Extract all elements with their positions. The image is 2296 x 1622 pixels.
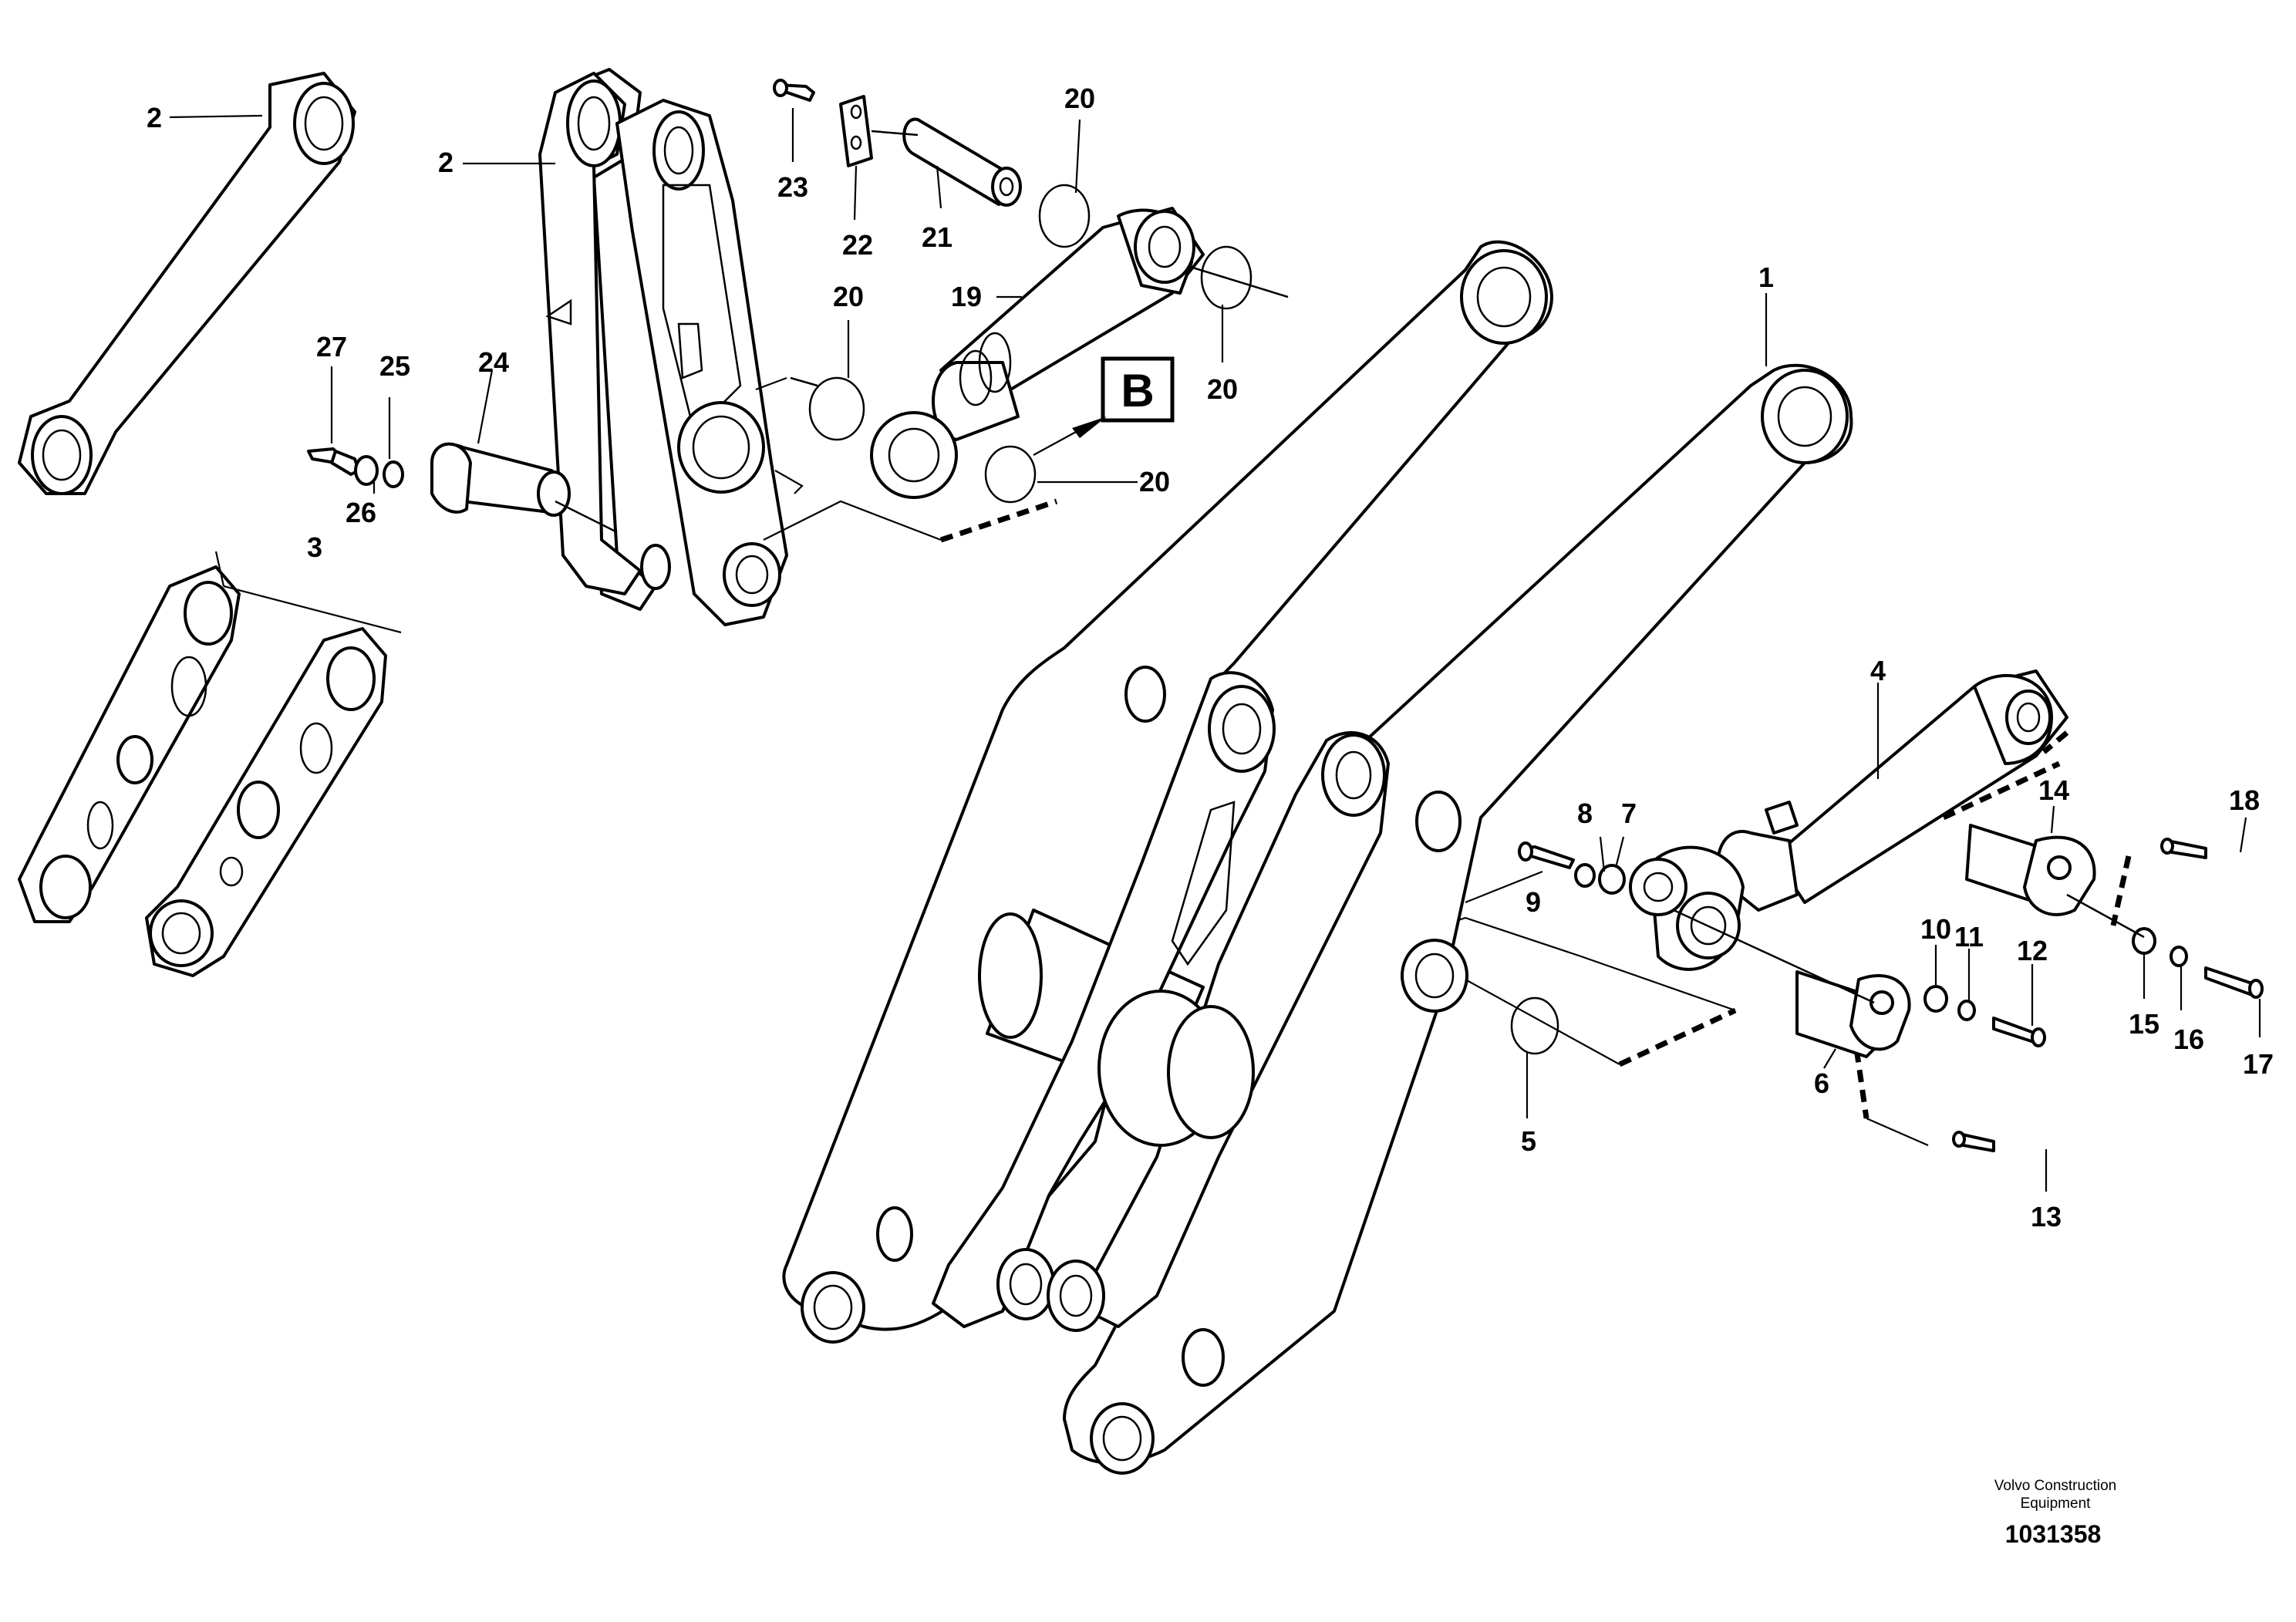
callout-11: 11 (1954, 921, 1984, 953)
callout-24: 24 (478, 346, 509, 378)
footer: Volvo Construction Equipment 1031358 (1994, 1478, 2116, 1548)
cylinder-19 (790, 207, 1289, 504)
small-parts-right (1510, 824, 2264, 1152)
callout-12: 12 (2017, 935, 2048, 966)
callout-2-assembly: 2 (438, 147, 453, 178)
callout-7: 7 (1621, 798, 1637, 829)
link-rod-single (18, 72, 356, 495)
document-number: 1031358 (2005, 1520, 2102, 1548)
link-plate-pair (18, 565, 387, 977)
callout-20-top: 20 (1064, 83, 1095, 114)
callout-17: 17 (2243, 1048, 2274, 1080)
callout-21: 21 (922, 221, 952, 253)
callout-15: 15 (2129, 1008, 2159, 1040)
callout-2-rod: 2 (147, 102, 162, 133)
callout-22: 22 (842, 229, 873, 261)
callout-1: 1 (1758, 261, 1774, 293)
callout-numbers: 2 2 3 27 25 26 24 23 22 21 20 19 20 20 2… (147, 83, 2274, 1233)
boom-arm (782, 240, 1853, 1475)
callout-25: 25 (379, 350, 410, 382)
credit-line-2: Equipment (2021, 1496, 2092, 1512)
callout-5: 5 (1521, 1125, 1536, 1157)
cylinder-4 (1629, 669, 2068, 971)
pin-21-group (773, 79, 1091, 248)
credit-line-1: Volvo Construction (1994, 1478, 2116, 1494)
callout-20-left: 20 (833, 281, 864, 312)
callout-16: 16 (2173, 1023, 2204, 1055)
callout-23: 23 (777, 171, 808, 203)
callout-4: 4 (1870, 655, 1886, 686)
callout-3: 3 (307, 531, 322, 563)
callout-10: 10 (1920, 913, 1951, 945)
callout-27: 27 (316, 331, 347, 363)
callout-20-bottom: 20 (1139, 466, 1170, 497)
leader-lines (169, 108, 2261, 1192)
callout-19: 19 (951, 281, 982, 312)
callout-14: 14 (2038, 774, 2069, 806)
callout-18: 18 (2229, 784, 2260, 816)
detail-marker-b: B (1033, 356, 1175, 456)
callout-6: 6 (1814, 1067, 1829, 1099)
callout-8: 8 (1577, 798, 1593, 829)
pin-24-group (307, 442, 618, 534)
callout-13: 13 (2031, 1201, 2062, 1233)
callout-9: 9 (1526, 886, 1541, 918)
link-assembly (538, 68, 788, 626)
callout-26: 26 (346, 497, 376, 528)
callout-20-right: 20 (1207, 373, 1238, 405)
detail-marker-label: B (1121, 365, 1154, 416)
